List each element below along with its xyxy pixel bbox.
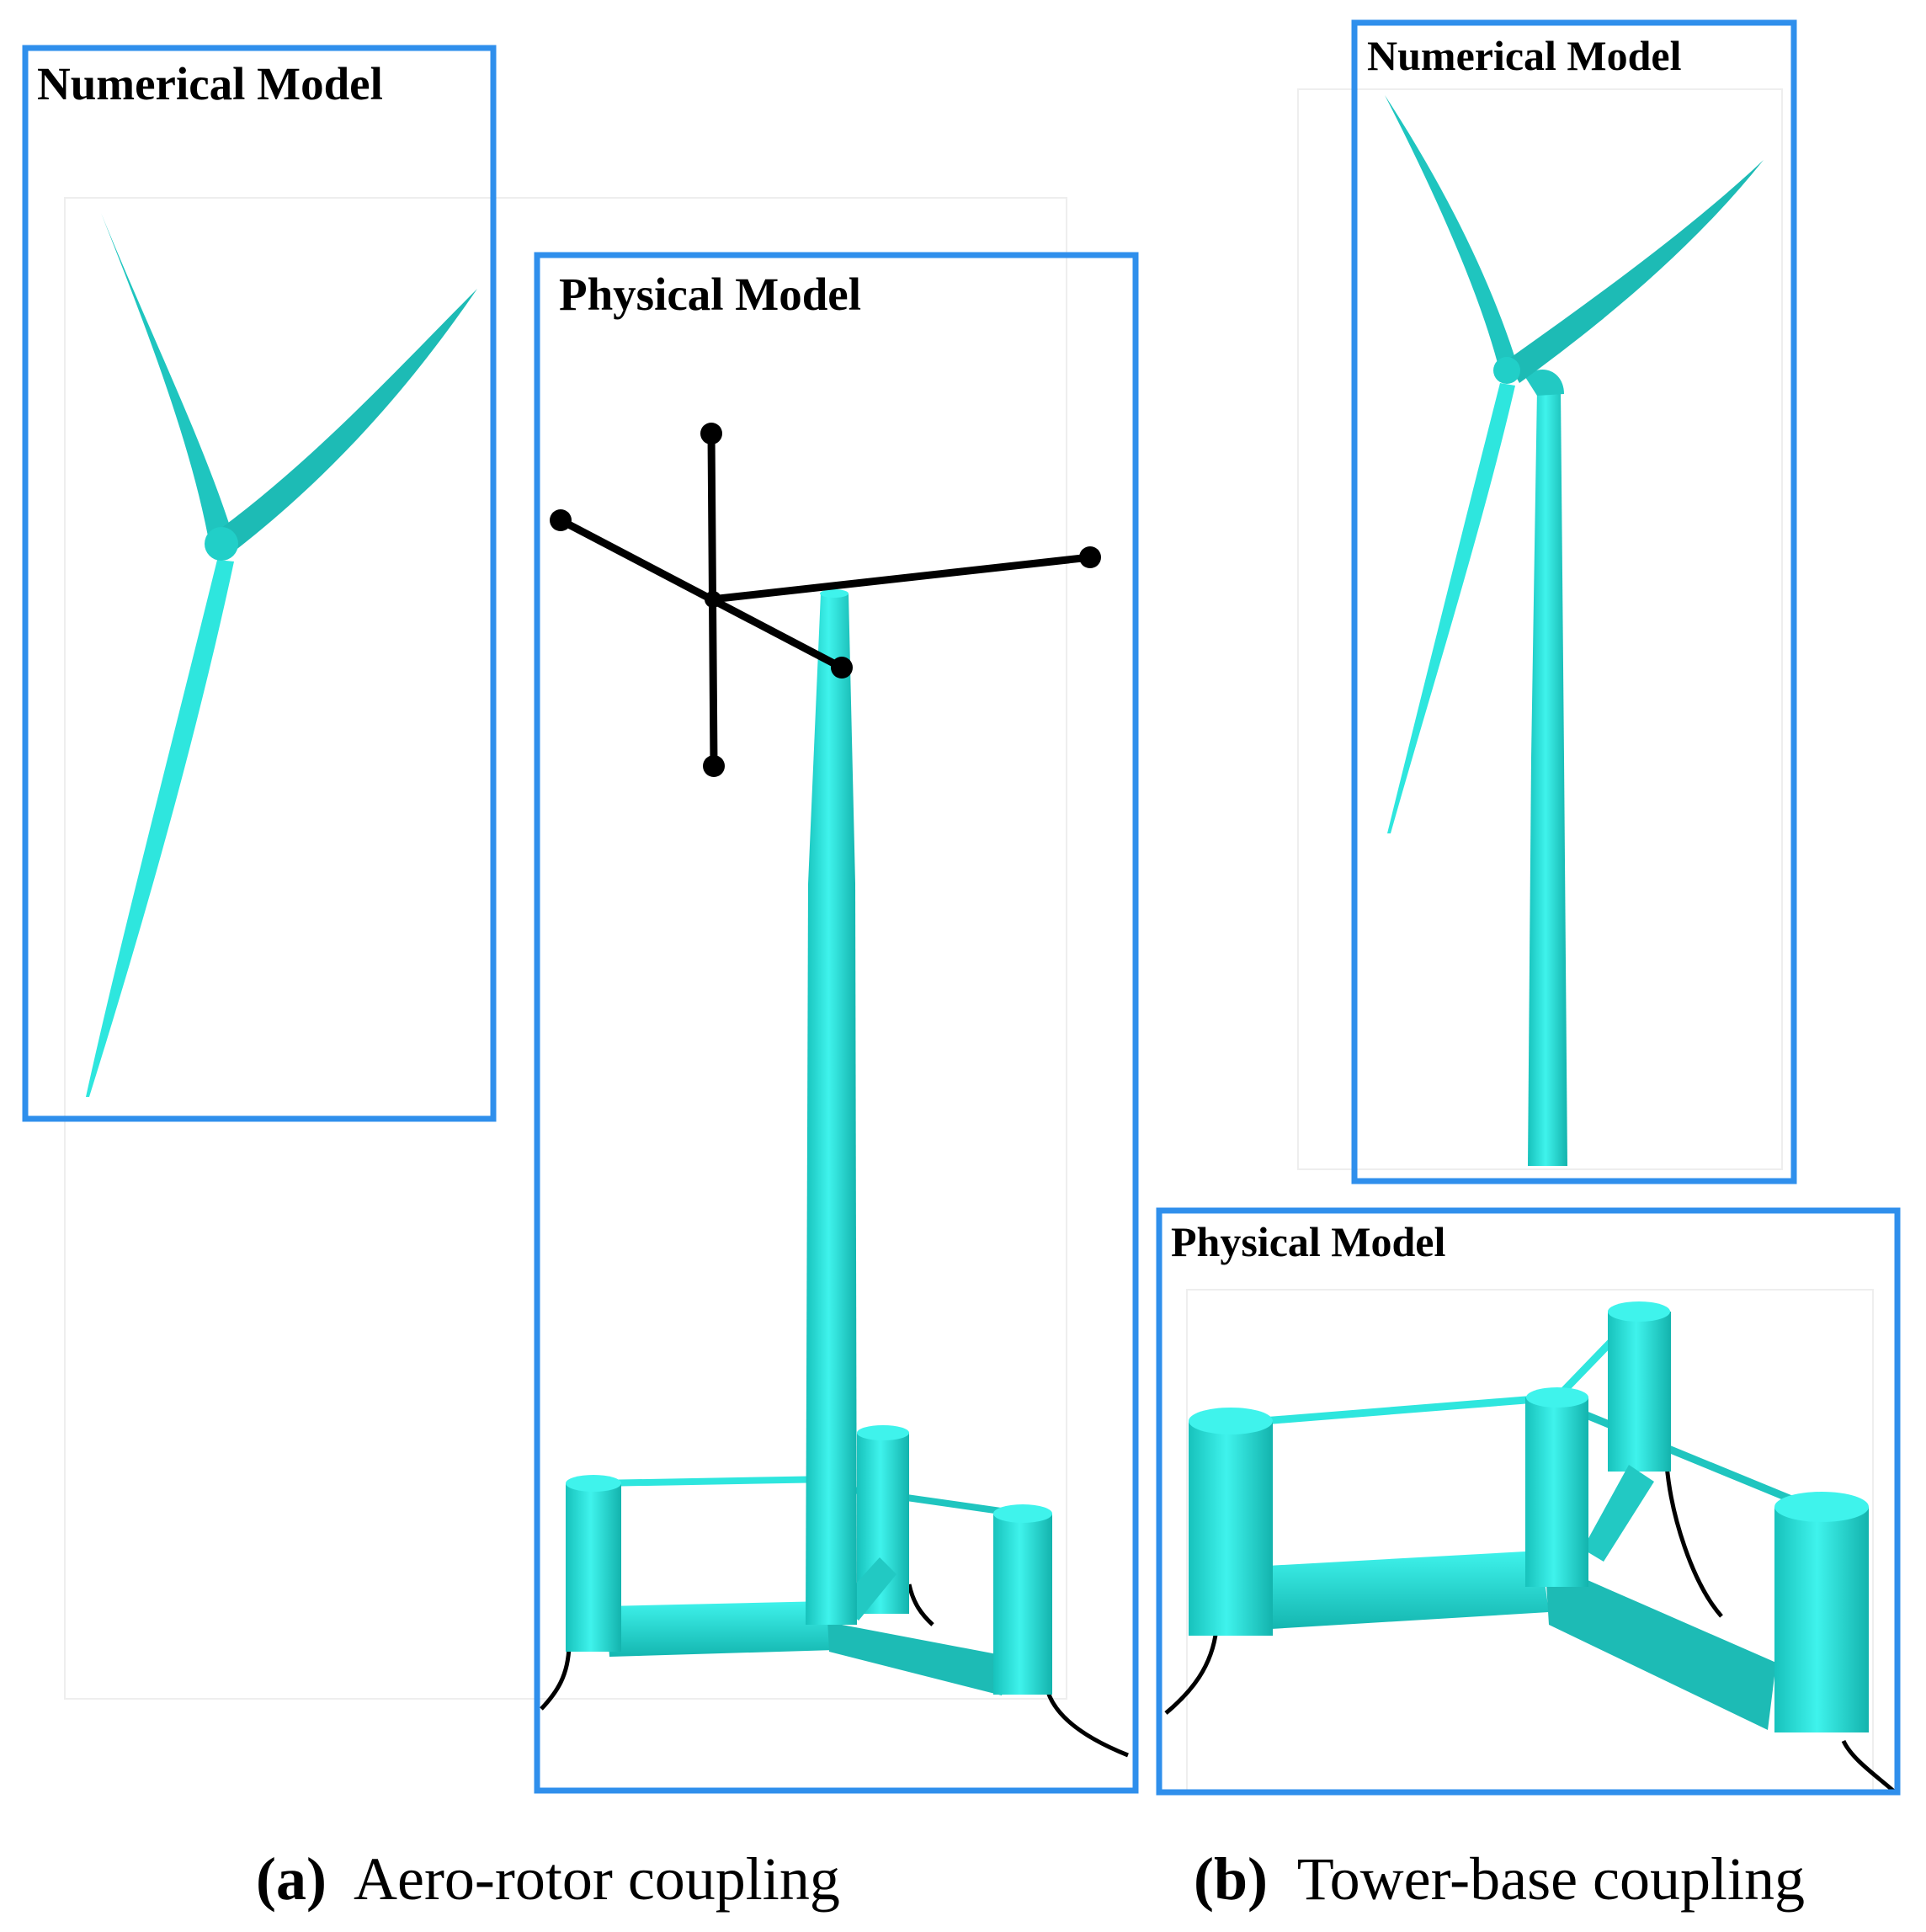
brace-left bbox=[597, 1476, 834, 1487]
panel-b-numerical-turbine bbox=[1385, 95, 1764, 1166]
panel-a: Numerical Model bbox=[22, 45, 1139, 1913]
mooring-line-back bbox=[907, 1583, 934, 1626]
pontoon-right bbox=[827, 1604, 1010, 1695]
panel-a-render-border bbox=[64, 197, 1067, 1700]
rotor-blade-upper bbox=[101, 213, 234, 540]
panel-a-caption: (a) Aero-rotor coupling bbox=[256, 1845, 840, 1913]
turbine-blade-lower bbox=[1387, 383, 1515, 833]
node-bottom bbox=[703, 755, 725, 777]
panel-a-physical-title: Physical Model bbox=[559, 269, 861, 320]
column-right-top bbox=[993, 1504, 1052, 1523]
node-top bbox=[700, 423, 722, 444]
panel-b-physical-frame bbox=[1156, 1207, 1901, 1796]
mooring-line-right bbox=[1045, 1691, 1129, 1758]
platform-column-left bbox=[1189, 1421, 1273, 1636]
panel-a-physical-platform bbox=[540, 589, 1129, 1758]
panel-b: Numerical Model bbox=[1156, 19, 1901, 1913]
structure-diagonal bbox=[556, 516, 846, 672]
rotor-hub bbox=[205, 527, 238, 561]
column-right bbox=[993, 1514, 1052, 1695]
column-back-top bbox=[857, 1425, 909, 1440]
column-left-top bbox=[566, 1475, 621, 1492]
platform-column-center-top bbox=[1526, 1387, 1588, 1408]
platform-column-right bbox=[1774, 1507, 1869, 1732]
node-center-right bbox=[831, 657, 853, 679]
tower bbox=[806, 593, 857, 1625]
panel-a-caption-label: (a) bbox=[256, 1845, 327, 1913]
column-left bbox=[566, 1483, 621, 1652]
turbine-blade-upper bbox=[1385, 95, 1517, 366]
rotor-blade-lower bbox=[86, 560, 234, 1097]
turbine-blade-right bbox=[1507, 160, 1764, 383]
mooring-line-left bbox=[540, 1645, 572, 1711]
panel-b-caption-label: (b) bbox=[1194, 1845, 1268, 1913]
panel-a-structure-nodes bbox=[550, 423, 1101, 777]
turbine-hub bbox=[1493, 357, 1520, 384]
platform-pontoon-left bbox=[1267, 1551, 1549, 1629]
pontoon-left bbox=[606, 1601, 835, 1657]
tower-top bbox=[820, 589, 849, 598]
panel-b-caption: (b) Tower-base coupling bbox=[1194, 1845, 1805, 1913]
platform-column-right-top bbox=[1774, 1492, 1869, 1522]
panel-a-numerical-frame bbox=[22, 45, 497, 1122]
platform-column-back bbox=[1608, 1312, 1671, 1472]
platform-column-center bbox=[1525, 1397, 1588, 1587]
panel-b-render-border bbox=[1297, 88, 1783, 1170]
structure-horizontal bbox=[707, 553, 1094, 604]
platform-brace-left bbox=[1262, 1395, 1537, 1425]
panel-a-caption-text: Aero-rotor coupling bbox=[354, 1845, 840, 1913]
turbine-nacelle bbox=[1525, 369, 1564, 396]
panel-a-numerical-rotor bbox=[86, 213, 477, 1097]
platform-mooring-back bbox=[1664, 1464, 1723, 1618]
turbine-tower bbox=[1528, 389, 1567, 1166]
panel-a-numerical-title: Numerical Model bbox=[37, 58, 383, 109]
node-center bbox=[705, 591, 721, 608]
panel-b-numerical-title: Numerical Model bbox=[1367, 32, 1682, 79]
panel-a-physical-frame bbox=[534, 252, 1139, 1794]
panel-b-physical-platform bbox=[1164, 1301, 1896, 1793]
platform-column-back-top bbox=[1608, 1301, 1670, 1322]
platform-mooring-right bbox=[1841, 1739, 1896, 1793]
panel-b-caption-text: Tower-base coupling bbox=[1297, 1845, 1805, 1913]
node-left bbox=[550, 509, 572, 531]
platform-mooring-left bbox=[1164, 1628, 1219, 1715]
platform-pontoon-back bbox=[1583, 1465, 1654, 1562]
node-right bbox=[1079, 546, 1101, 568]
rotor-blade-right bbox=[221, 289, 477, 551]
panel-b-physical-title: Physical Model bbox=[1171, 1218, 1445, 1265]
platform-pontoon-right bbox=[1545, 1557, 1776, 1730]
panel-b-numerical-frame bbox=[1351, 19, 1797, 1184]
platform-column-left-top bbox=[1189, 1408, 1273, 1434]
